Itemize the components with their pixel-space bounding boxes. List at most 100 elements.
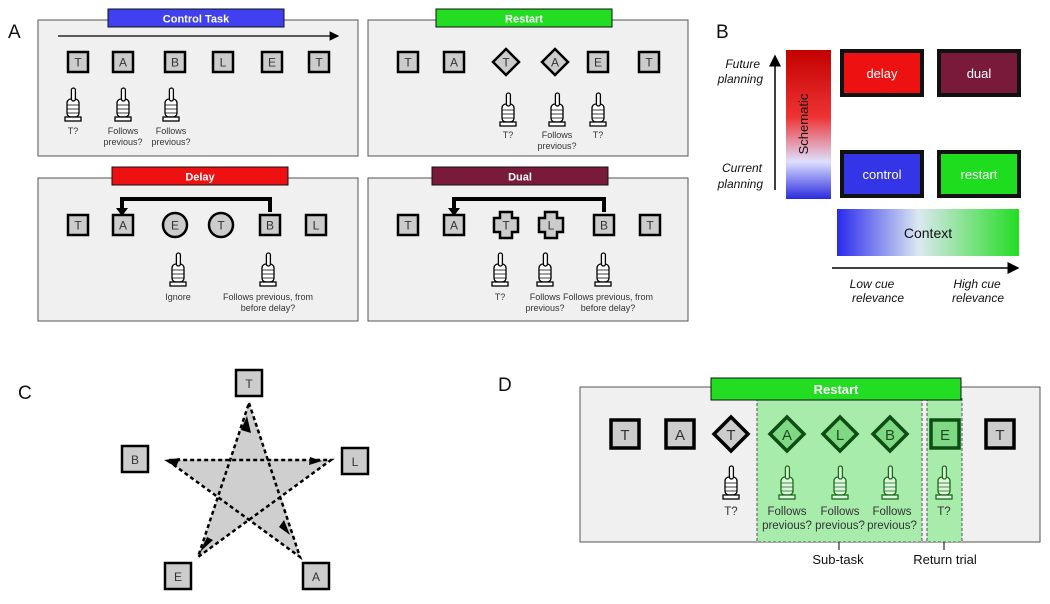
control-letter: E — [260, 50, 284, 74]
context-label: Context — [904, 225, 952, 241]
svg-text:T: T — [726, 427, 735, 444]
svg-text:L: L — [352, 455, 359, 469]
control-annotation: T? — [68, 126, 79, 136]
dual-annotation: T? — [495, 292, 506, 302]
svg-text:L: L — [313, 219, 320, 233]
star-node: B — [120, 444, 150, 474]
return-arrow-head — [448, 208, 460, 216]
delay-condition-box — [840, 49, 924, 97]
control-letter: L — [211, 50, 235, 74]
high-cue-label: High cue — [953, 277, 1001, 291]
star-arrow-head — [200, 537, 213, 552]
svg-text:A: A — [450, 219, 458, 233]
control-condition-label: control — [862, 167, 901, 182]
delay-title-bar — [111, 166, 289, 186]
return-arrow — [452, 197, 606, 212]
schematic-gradient-label: Schematic — [796, 93, 811, 154]
control-task-title: Control Task — [163, 14, 230, 26]
svg-text:B: B — [131, 453, 139, 467]
restart-diamond-letter: T — [491, 47, 521, 77]
schematic-gradient-bar — [786, 50, 831, 199]
detail-annotation: Follows — [821, 506, 860, 518]
detail-annotation: previous? — [815, 520, 865, 532]
restart-annotation: T? — [503, 130, 514, 140]
control-task-title-bar — [107, 8, 285, 28]
delay-letter: T — [66, 213, 90, 237]
restart-title-bar — [435, 8, 613, 28]
svg-text:T: T — [404, 219, 412, 233]
control-task-panel: Control Task T A B L E T T? Follows prev… — [37, 8, 359, 157]
delay-panel: Delay T A E T B L Ignore Follows previou… — [37, 166, 359, 322]
dual-letter: T — [396, 213, 420, 237]
return-arrow-head — [116, 208, 128, 216]
schematic-panel: Future planning Current planning Schemat… — [717, 49, 1021, 305]
detail-diamond-letter: T — [711, 414, 751, 454]
detail-diamond-letter: B — [870, 414, 910, 454]
svg-text:T: T — [646, 219, 654, 233]
detail-annotation: previous? — [867, 520, 917, 532]
delay-condition-label: delay — [866, 66, 898, 81]
control-annotation: previous? — [151, 137, 190, 147]
detail-letter: A — [664, 418, 696, 450]
dual-letter: B — [592, 213, 616, 237]
star-node: E — [163, 561, 193, 591]
delay-circle-letter: E — [161, 211, 189, 239]
svg-text:T: T — [245, 377, 253, 391]
svg-text:L: L — [548, 219, 555, 233]
control-letter: T — [307, 50, 331, 74]
delay-title: Delay — [185, 172, 215, 184]
future-planning-label: planning — [717, 72, 764, 86]
svg-text:B: B — [171, 56, 179, 70]
low-cue-label: Low cue — [850, 277, 895, 291]
star-arrow-head — [241, 416, 251, 433]
star-node: T — [234, 368, 264, 398]
dual-letter: A — [442, 213, 466, 237]
control-condition-box — [840, 150, 924, 198]
dual-letter: T — [638, 213, 662, 237]
panel-label-a: A — [8, 22, 21, 43]
svg-text:E: E — [268, 56, 276, 70]
svg-text:A: A — [312, 570, 320, 584]
current-planning-label: Current — [722, 161, 763, 175]
dual-title: Dual — [508, 172, 532, 184]
subtask-label: Sub-task — [812, 552, 864, 567]
restart-letter: E — [586, 50, 610, 74]
detail-diamond-letter: A — [767, 414, 807, 454]
detail-annotation: previous? — [762, 520, 812, 532]
svg-text:T: T — [217, 219, 225, 233]
svg-text:B: B — [600, 219, 608, 233]
control-annotation: Follows — [156, 126, 187, 136]
restart-annotation: Follows — [542, 130, 573, 140]
svg-text:B: B — [266, 219, 274, 233]
dual-title-bar — [431, 166, 609, 186]
detail-letter: T — [984, 418, 1016, 450]
restart-detail-title: Restart — [814, 382, 859, 397]
dual-annotation: before delay? — [581, 303, 636, 313]
restart-annotation: T? — [593, 130, 604, 140]
restart-title: Restart — [505, 14, 543, 26]
star-node: A — [301, 561, 331, 591]
svg-text:L: L — [836, 427, 844, 444]
dual-panel: Dual T A T L B T T? Follows previous? Fo… — [367, 166, 689, 322]
detail-diamond-letter: L — [820, 414, 860, 454]
control-annotation: Follows — [108, 126, 139, 136]
dual-annotation: Follows — [530, 292, 561, 302]
high-cue-label: relevance — [952, 291, 1004, 305]
delay-circle-letter: T — [207, 211, 235, 239]
svg-text:T: T — [620, 427, 629, 444]
control-letter: T — [66, 50, 90, 74]
panel-label-b: B — [716, 22, 729, 43]
restart-letter: T — [396, 50, 420, 74]
control-letter: B — [163, 50, 187, 74]
control-annotation: previous? — [103, 137, 142, 147]
svg-text:A: A — [450, 56, 458, 70]
svg-text:T: T — [74, 219, 82, 233]
restart-condition-box — [937, 150, 1021, 198]
svg-text:E: E — [940, 427, 950, 444]
delay-annotation: before delay? — [241, 303, 296, 313]
detail-annotation: Follows — [873, 506, 912, 518]
star-arrow-head — [309, 457, 322, 465]
delay-letter: L — [304, 213, 328, 237]
svg-text:A: A — [675, 427, 685, 444]
